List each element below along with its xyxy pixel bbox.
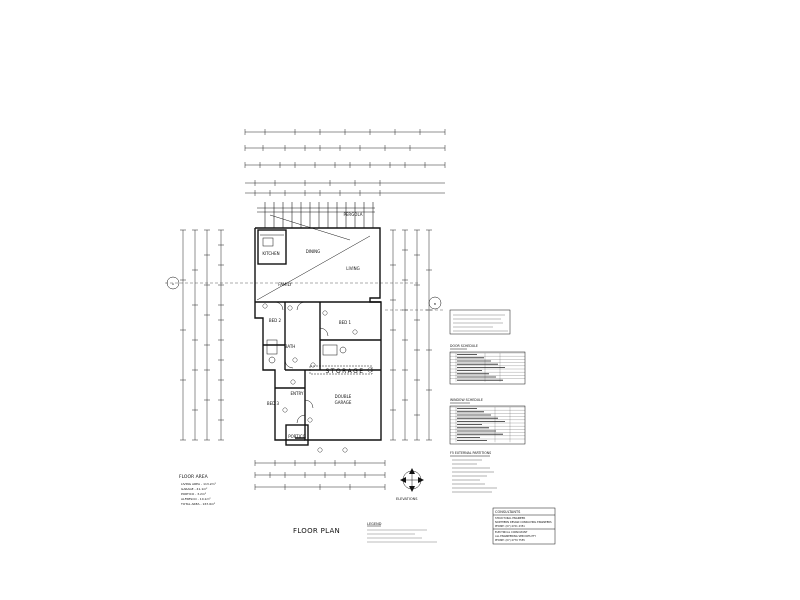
room-bath: BATH [285, 344, 296, 349]
room-living: LIVING [346, 266, 359, 271]
room-bed-1: BED 1 [339, 320, 352, 325]
room-labels: KITCHEN DINING LIVING FAMILY BED 2 BED 1… [262, 249, 364, 439]
consultants-line-6: PHONE: (07) 4779 7555 [495, 538, 525, 542]
consultants-heading: CONSULTANTS [495, 510, 521, 514]
room-family: FAMILY [278, 282, 292, 287]
elevations-label: ELEVATIONS [396, 497, 418, 501]
floor-area-block: FLOOR AREA LIVING AREA - 113.2m² GARAGE … [179, 474, 217, 506]
grid-bubble-right [428, 296, 442, 310]
bottom-dimension-lines [254, 460, 386, 490]
room-bed-2: BED 2 [269, 318, 282, 323]
room-kitchen: KITCHEN [262, 251, 279, 256]
notes-box [449, 309, 511, 335]
legend-heading: LEGEND [367, 522, 382, 526]
consultants-line-5: ALL ENGINEERING SERVICES PTY [495, 534, 536, 538]
side-dimension-lines [180, 229, 432, 441]
grid-label-left: A [172, 282, 175, 286]
floor-area-line-2: GARAGE - 41.1m² [181, 487, 208, 491]
room-bed-3: BED 3 [267, 401, 280, 406]
room-entry: ENTRY [291, 391, 304, 396]
floor-plan-drawing: A B PERGOLA [165, 129, 556, 545]
sheet-title: FLOOR PLAN [293, 527, 340, 535]
window-schedule-heading: WINDOW SCHEDULE [450, 398, 483, 402]
consultants-box: CONSULTANTS STRUCTURAL ENGINEER NORTHERN… [492, 507, 556, 545]
elevation-marker: ELEVATIONS [396, 468, 424, 501]
partitions-block: F5 EXTERNAL PARTITIONS [450, 451, 497, 493]
pergola-label: PERGOLA [343, 212, 362, 217]
room-storage: STORAGE [325, 368, 364, 375]
legend-block: LEGEND [367, 522, 437, 543]
room-garage-line1: DOUBLE [335, 394, 352, 399]
floor-area-line-4: ALFRESCO - 10.1m² [181, 497, 211, 501]
door-schedule: DOOR SCHEDULE [449, 344, 526, 385]
floor-area-line-3: PORTICO - 3.2m² [181, 492, 207, 496]
consultants-line-4: ELECTRICAL CONSULTANT [495, 530, 528, 534]
floor-area-line-1: LIVING AREA - 113.2m² [181, 482, 217, 486]
top-dimension-lines [244, 129, 446, 196]
window-schedule: WINDOW SCHEDULE [449, 398, 526, 445]
pergola-rafters: PERGOLA [257, 202, 375, 241]
room-portico: PORTICO [288, 434, 306, 439]
consultants-line-3: PHONE: (07) 4721 4351 [495, 524, 525, 528]
consultants-line-1: STRUCTURAL ENGINEER [495, 516, 525, 520]
room-garage-line2: GARAGE [335, 400, 352, 405]
floor-area-line-5: TOTAL AREA - 167.6m² [180, 502, 216, 506]
building-walls [254, 227, 382, 453]
floor-area-heading: FLOOR AREA [179, 474, 209, 480]
room-dining: DINING [306, 249, 321, 254]
grid-bubble-left [166, 276, 180, 290]
door-schedule-heading: DOOR SCHEDULE [450, 344, 478, 348]
grid-lines: A B [165, 276, 445, 311]
partitions-heading: F5 EXTERNAL PARTITIONS [450, 451, 491, 455]
consultants-line-2: NORTHERN DESIGN CONSULTING ENGINEERS [495, 520, 552, 524]
drawing-sheet: A B PERGOLA [145, 70, 800, 590]
grid-label-right: B [434, 302, 436, 306]
